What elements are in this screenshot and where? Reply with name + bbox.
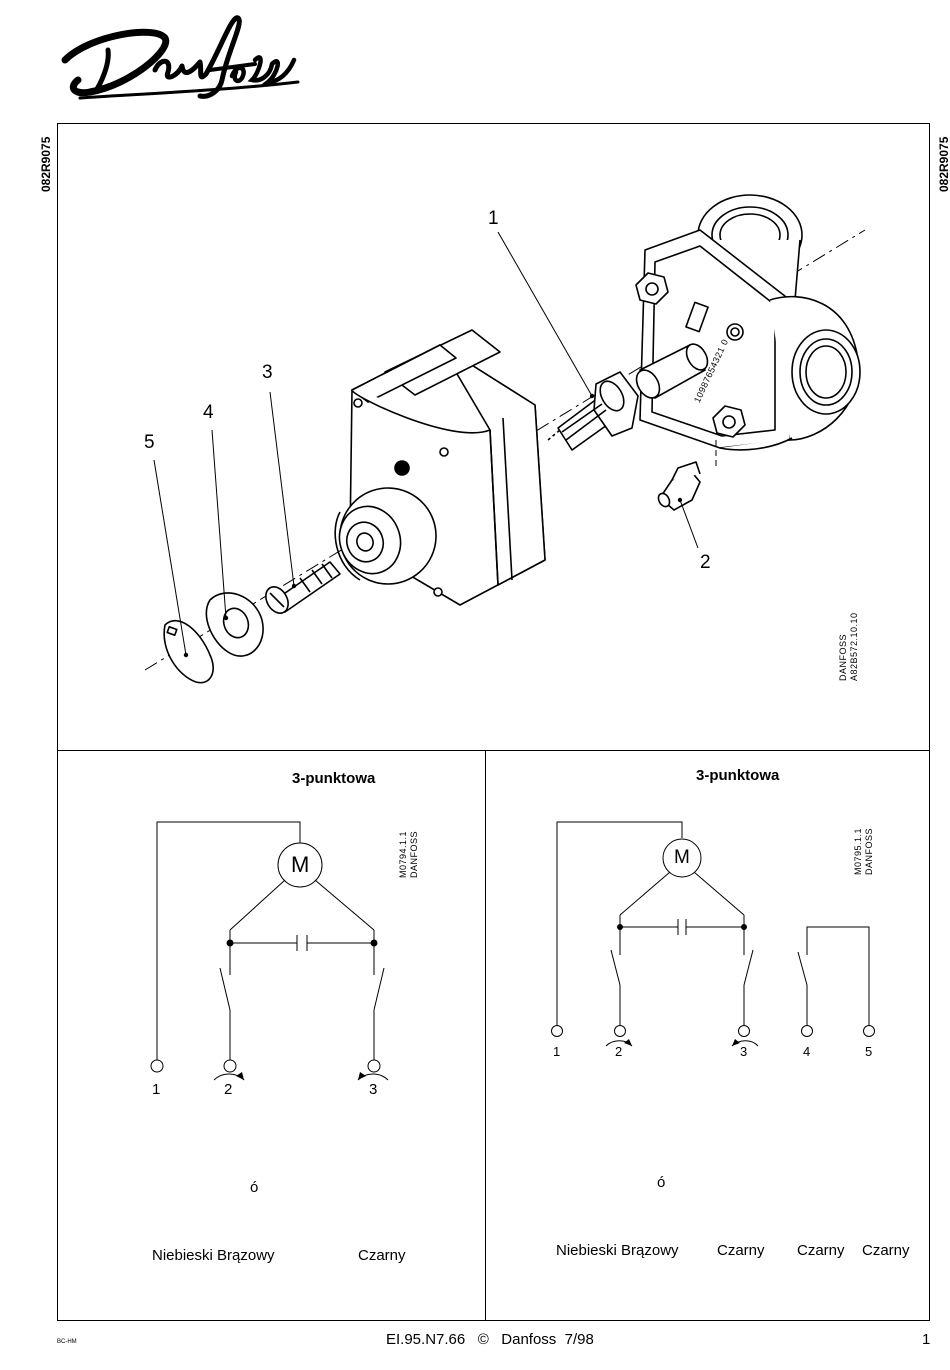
right-wire-label-black-1: Czarny xyxy=(717,1242,765,1259)
right-terminal-1: 1 xyxy=(553,1044,560,1059)
right-note: ó xyxy=(657,1174,665,1191)
right-wire-label-blue-brown: Niebieski Brązowy xyxy=(556,1242,679,1259)
right-terminal-5: 5 xyxy=(865,1044,872,1059)
right-wire-label-black-2: Czarny xyxy=(797,1242,845,1259)
footer-page-number: 1 xyxy=(922,1331,930,1348)
right-terminal-3: 3 xyxy=(740,1044,747,1059)
footer-document-id: EI.95.N7.66 © Danfoss 7/98 xyxy=(386,1331,594,1348)
right-wire-label-black-3: Czarny xyxy=(862,1242,910,1259)
right-terminal-4: 4 xyxy=(803,1044,810,1059)
right-terminal-2: 2 xyxy=(615,1044,622,1059)
right-motor-label: M xyxy=(674,847,690,869)
footer-left-code: BC-HM xyxy=(57,1339,77,1345)
